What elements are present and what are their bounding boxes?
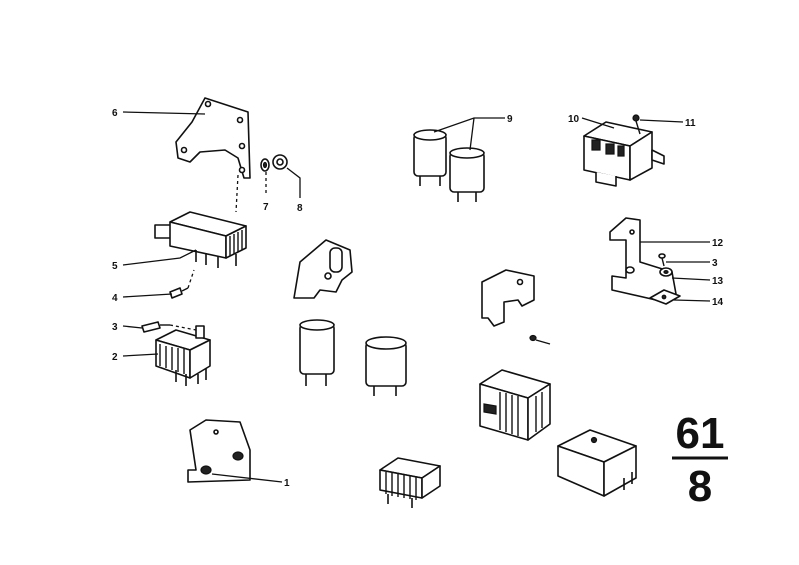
screw-4[interactable] <box>169 287 189 299</box>
screw-3[interactable] <box>141 321 170 333</box>
callout-12: 12 <box>712 238 724 249</box>
relay-assembly-10[interactable] <box>583 121 665 187</box>
callout-9: 9 <box>507 114 513 125</box>
washer-13[interactable] <box>659 267 673 277</box>
mounting-plate-6[interactable] <box>175 97 251 179</box>
callout-3-left: 3 <box>112 322 118 333</box>
callout-10: 10 <box>568 114 580 125</box>
relay-finned-bottom[interactable] <box>379 457 441 508</box>
relay-2[interactable] <box>155 325 211 386</box>
washer-7[interactable] <box>260 158 270 172</box>
bracket-12[interactable] <box>609 217 677 301</box>
cylinder-relay-a[interactable] <box>299 319 335 386</box>
screw-loose[interactable] <box>529 334 551 345</box>
callout-6: 6 <box>112 108 118 119</box>
voltage-regulator[interactable] <box>479 369 551 441</box>
group-number-sub: 8 <box>688 462 712 511</box>
screw-3-right[interactable] <box>658 253 666 267</box>
screw-11[interactable] <box>632 114 641 135</box>
callout-7: 7 <box>263 202 269 213</box>
bracket-center[interactable] <box>293 239 353 299</box>
nut-8[interactable] <box>272 154 288 170</box>
callout-4: 4 <box>112 293 118 304</box>
regulator-cover[interactable] <box>557 429 637 497</box>
callout-3-right: 3 <box>712 258 718 269</box>
relay-5[interactable] <box>154 211 247 268</box>
group-number-main: 61 <box>676 409 725 458</box>
callout-11: 11 <box>685 118 696 129</box>
callout-1: 1 <box>284 478 290 489</box>
bracket-1[interactable] <box>187 419 251 483</box>
clip-14[interactable] <box>649 289 681 305</box>
cylinder-relay-b[interactable] <box>365 336 407 396</box>
callout-13: 13 <box>712 276 724 287</box>
bracket-small-right[interactable] <box>481 269 535 327</box>
callout-5: 5 <box>112 261 118 272</box>
callout-14: 14 <box>712 297 724 308</box>
callout-2: 2 <box>112 352 118 363</box>
callout-8: 8 <box>297 203 303 214</box>
twin-relay-9[interactable] <box>413 129 485 202</box>
